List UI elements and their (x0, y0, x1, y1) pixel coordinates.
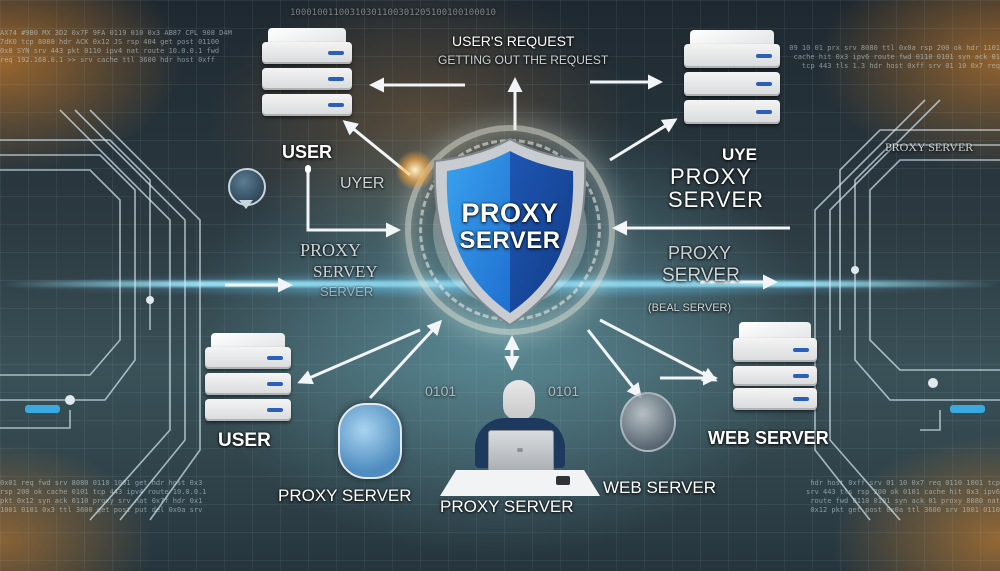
header-users-request: USER'S REQUEST (452, 33, 575, 49)
proxy-right-label: PROXY (668, 243, 732, 263)
real-server-label: (BEAL SERVER) (648, 302, 732, 314)
server-right-label: SERVER (662, 265, 740, 286)
top-right-proxy-label: PROXY (670, 164, 753, 189)
circuit-traces-left (0, 109, 201, 521)
proxy-left-label: PROXY (300, 240, 362, 260)
bottom-left-server (205, 333, 291, 423)
code-text-background: AX74 #9B0 MX 3D2 0x7F 9FA 0119 010 0x3 A… (0, 29, 232, 64)
server-left-label-faint: SERVER (320, 284, 374, 299)
top-left-server (262, 28, 352, 118)
code-text-background: 09 10 01 prx srv 8080 ttl 0x0a rsp 200 o… (789, 44, 1000, 70)
circuit-traces-right (814, 99, 1000, 521)
top-right-server-label: UYE (722, 145, 757, 164)
top-right-server-sublabel: SERVER (668, 187, 765, 212)
person-label: PROXY SERVER (440, 497, 574, 516)
top-left-server-label: USER (282, 142, 333, 162)
proxy-server-shield: PROXY SERVER (405, 125, 615, 335)
code-text-background: hdr host 0xff srv 01 10 0x7 req 0110 100… (806, 479, 1000, 514)
shield-icon (433, 137, 587, 327)
top-right-server (684, 30, 780, 130)
circuit-highlight (25, 405, 60, 413)
shield-server-label: SERVER (459, 227, 561, 254)
far-right-proxy-label: PROXY SERVER (885, 140, 974, 154)
left-badge-label: PROXY SERVER (278, 486, 412, 505)
glow-flare (395, 150, 435, 190)
globe-badge-icon (338, 403, 402, 479)
servey-left-label: SERVEY (313, 262, 378, 281)
binary-header-strip: 10001001100310301100301205100100100010 (290, 8, 496, 18)
right-badge-label: WEB SERVER (603, 478, 717, 497)
shield-proxy-label: PROXY (461, 198, 559, 228)
desk (440, 470, 600, 496)
bottom-left-server-label: USER (218, 430, 271, 451)
globe-badge-icon (620, 392, 676, 452)
header-getting-request: GETTING OUT THE REQUEST (438, 53, 609, 67)
user-laptop-icon (470, 380, 570, 490)
phone-icon (556, 476, 570, 485)
uyer-label: UYER (340, 175, 385, 192)
binary-digits-left: 0101 (425, 383, 457, 399)
down-triangle-icon (239, 200, 253, 209)
flow-arrows (225, 74, 790, 400)
binary-digits-right: 0101 (548, 383, 580, 399)
info-badge-icon (228, 168, 266, 206)
bottom-right-server (733, 322, 817, 412)
bottom-right-server-label: WEB SERVER (708, 428, 829, 448)
